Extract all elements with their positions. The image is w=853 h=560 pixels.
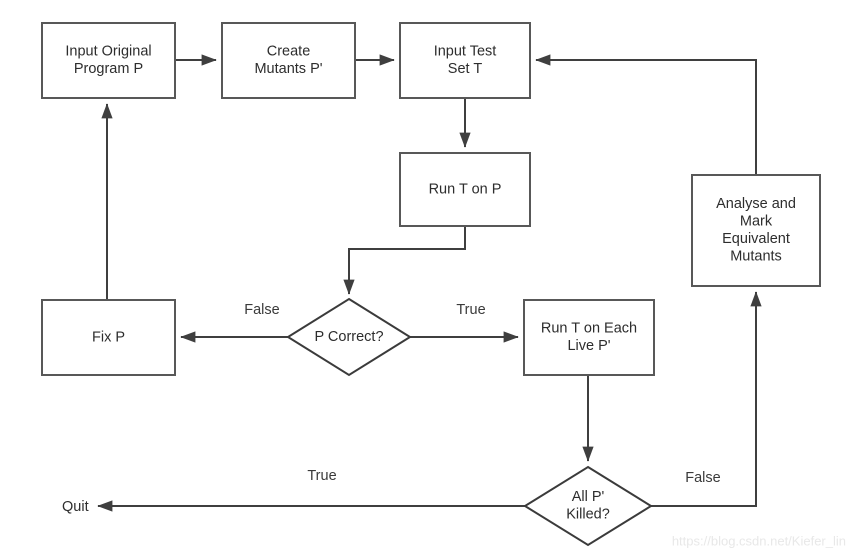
input-test-set-shape (399, 22, 531, 99)
p-correct-decision-label-0: P Correct? (314, 329, 383, 345)
create-mutants-label-1: Mutants P' (254, 61, 322, 77)
label-all-killed-true: True (307, 468, 336, 484)
label-all-killed-false: False (685, 470, 720, 486)
edges-layer (97, 54, 762, 512)
all-p-killed-decision-label-0: All P' (572, 489, 605, 505)
input-original-program-label-0: Input Original (65, 44, 151, 60)
run-t-on-each-live-label-1: Live P' (567, 338, 610, 354)
analyse-mark-equivalent-shape (691, 174, 821, 287)
label-p-correct-false: False (244, 302, 279, 318)
create-mutants-shape (221, 22, 356, 99)
fix-p-shape (41, 299, 176, 376)
all-p-killed-decision[interactable]: All P' Killed? (523, 465, 653, 547)
run-t-on-p[interactable]: Run T on P (399, 152, 531, 227)
analyse-mark-equivalent-label-3: Mutants (730, 249, 782, 265)
run-t-on-each-live-label-0: Run T on Each (541, 321, 637, 337)
input-original-program-label-1: Program P (74, 61, 143, 77)
input-test-set-label-0: Input Test (434, 44, 497, 60)
p-correct-decision-shape (286, 297, 412, 377)
input-original-program-shape (41, 22, 176, 99)
fix-p-label-0: Fix P (92, 329, 125, 345)
p-correct-decision[interactable]: P Correct? (286, 297, 412, 377)
edge-analyse-to-testset (535, 54, 757, 175)
run-t-on-each-live-shape (523, 299, 655, 376)
analyse-mark-equivalent-label-1: Mark (740, 214, 773, 230)
all-p-killed-decision-shape (523, 465, 653, 547)
edge-allkilled-false-to-analyse (651, 291, 762, 507)
label-p-correct-true: True (456, 302, 485, 318)
run-t-on-p-shape (399, 152, 531, 227)
watermark-text: https://blog.csdn.net/Kiefer_lin (672, 533, 846, 548)
terminals-layer: Quit (62, 499, 89, 515)
quit-terminal: Quit (62, 499, 89, 515)
fix-p[interactable]: Fix P (41, 299, 176, 376)
analyse-mark-equivalent-label-2: Equivalent (722, 231, 790, 247)
edge-runt-to-pcorrect (343, 226, 466, 295)
analyse-mark-equivalent-label-0: Analyse and (716, 196, 796, 212)
create-mutants-label-0: Create (267, 44, 311, 60)
run-t-on-p-label-0: Run T on P (429, 181, 502, 197)
all-p-killed-decision-label-1: Killed? (566, 507, 610, 523)
input-test-set-label-1: Set T (448, 61, 483, 77)
